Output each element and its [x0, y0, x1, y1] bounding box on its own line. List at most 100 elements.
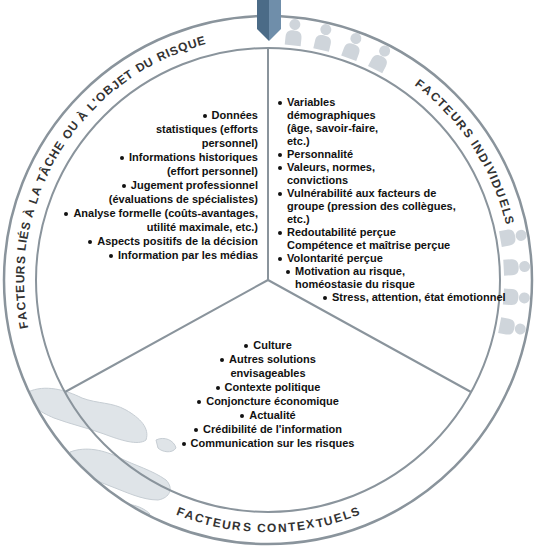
map-island — [28, 388, 147, 442]
heading-letter: U — [447, 109, 463, 125]
heading-letter: A — [420, 82, 436, 98]
heading-letter: A — [15, 311, 30, 322]
map-island — [156, 438, 176, 451]
heading-letter: I — [480, 160, 494, 169]
person-body — [313, 34, 332, 52]
heading-letter — [465, 133, 478, 144]
heading-letter: S — [501, 215, 517, 226]
person-silhouette — [341, 31, 365, 61]
factor-item: Motivation au risque, homéostasie du ris… — [286, 265, 440, 291]
heading-letter: S — [460, 125, 476, 140]
heading-letter: E — [195, 33, 206, 49]
heading-letter: F — [17, 320, 32, 330]
person-head — [515, 229, 528, 242]
heading-letter: C — [42, 155, 58, 169]
bullet-dot — [88, 240, 92, 244]
heading-letter: S — [18, 220, 33, 231]
factor-text: Vulnérabilité aux facteurs de groupe (pr… — [287, 187, 456, 225]
factor-list: CultureAutres solutions envisageablesCon… — [158, 338, 378, 450]
factor-item: Information par les médias — [78, 248, 258, 262]
heading-letter: I — [487, 173, 501, 182]
heading-letter: C — [427, 89, 443, 105]
wheel-ground — [4, 16, 532, 544]
sector-divider — [65, 280, 268, 392]
heading-letter — [252, 520, 256, 534]
heading-letter: É — [17, 229, 32, 239]
heading-letter: U — [142, 54, 156, 70]
heading-letter: E — [441, 102, 457, 117]
bullet-dot — [109, 254, 113, 258]
factor-item: Compétence et maîtrise perçue — [278, 239, 467, 252]
bullet-dot — [197, 400, 201, 404]
factor-item: Autres solutions envisageables — [213, 352, 323, 380]
heading-letter — [71, 115, 84, 127]
heading-letter: T — [34, 173, 50, 185]
heading-letter: O — [59, 126, 76, 142]
factor-item: Communication sur les risques — [158, 436, 378, 450]
heading-letter: O — [93, 88, 109, 105]
heading-letter: S — [13, 256, 28, 265]
factor-text: Informations historiques (effort personn… — [129, 151, 258, 177]
heading-letter: J — [108, 77, 122, 92]
heading-letter: U — [186, 36, 199, 52]
heading-letter: I — [16, 238, 30, 243]
bullet-dot — [122, 184, 126, 188]
heading-letter: A — [28, 185, 44, 198]
factor-text: Information par les médias — [118, 249, 258, 261]
heading-letter: Â — [37, 164, 53, 178]
factor-text: Contexte politique — [225, 381, 321, 393]
person-head — [319, 23, 332, 36]
heading-letter: L — [15, 243, 30, 252]
heading-letter: F — [174, 504, 186, 520]
heading-letter: F — [413, 76, 427, 92]
heading-letter: L — [341, 507, 352, 523]
bullet-dot — [203, 114, 207, 118]
heading-letter: T — [203, 513, 214, 528]
factor-text: Autres solutions envisageables — [229, 353, 316, 379]
heading-letter — [150, 52, 159, 66]
map-illustration — [28, 388, 176, 520]
factor-item: Valeurs, normes, convictions — [278, 161, 397, 187]
bullet-dot — [220, 358, 224, 362]
person-silhouette — [503, 288, 531, 306]
factor-text: Compétence et maîtrise perçue — [287, 239, 450, 251]
heading-letter: E — [51, 139, 67, 153]
people-silhouettes — [285, 18, 531, 338]
heading-letter: R — [453, 117, 469, 133]
heading-letter: ' — [90, 95, 102, 107]
heading-letter: U — [323, 513, 335, 529]
heading-letter: S — [167, 43, 180, 59]
sector-divider — [268, 280, 471, 392]
bullet-dot — [194, 428, 198, 432]
heading-letter: D — [475, 150, 491, 164]
sector-divider — [267, 48, 269, 280]
factor-item: Aspects positifs de la décision — [68, 234, 258, 248]
heading-letter: U — [13, 275, 27, 284]
factor-item: Contexte politique — [158, 380, 378, 394]
factor-text: Jugement professionnel (évaluations de s… — [109, 179, 258, 205]
heading-letter: E — [212, 515, 223, 530]
factor-text: Données statistiques (efforts personnel) — [156, 109, 258, 149]
factor-text: Aspects positifs de la décision — [97, 235, 258, 247]
heading-letter: T — [13, 293, 27, 301]
bullet-dot — [278, 101, 282, 105]
heading-letter: E — [115, 72, 130, 88]
bullet-dot — [240, 414, 244, 418]
heading-letter: I — [163, 46, 172, 60]
bullet-dot — [120, 156, 124, 160]
bullet-dot — [64, 212, 68, 216]
heading-letter: E — [332, 510, 344, 526]
heading-letter: X — [305, 517, 315, 532]
person-body — [499, 229, 517, 247]
heading-letter: S — [349, 504, 361, 520]
factor-text: Variables démographiques (âge, savoir-fa… — [287, 96, 378, 147]
factor-item: Données statistiques (efforts personnel) — [146, 108, 258, 150]
factor-item: Jugement professionnel (évaluations de s… — [98, 178, 258, 206]
heading-letter: N — [277, 520, 286, 534]
heading-letter: H — [46, 147, 62, 162]
person-silhouette — [313, 22, 335, 51]
factor-text: Analyse formelle (coûts-avantages, utili… — [73, 207, 258, 233]
